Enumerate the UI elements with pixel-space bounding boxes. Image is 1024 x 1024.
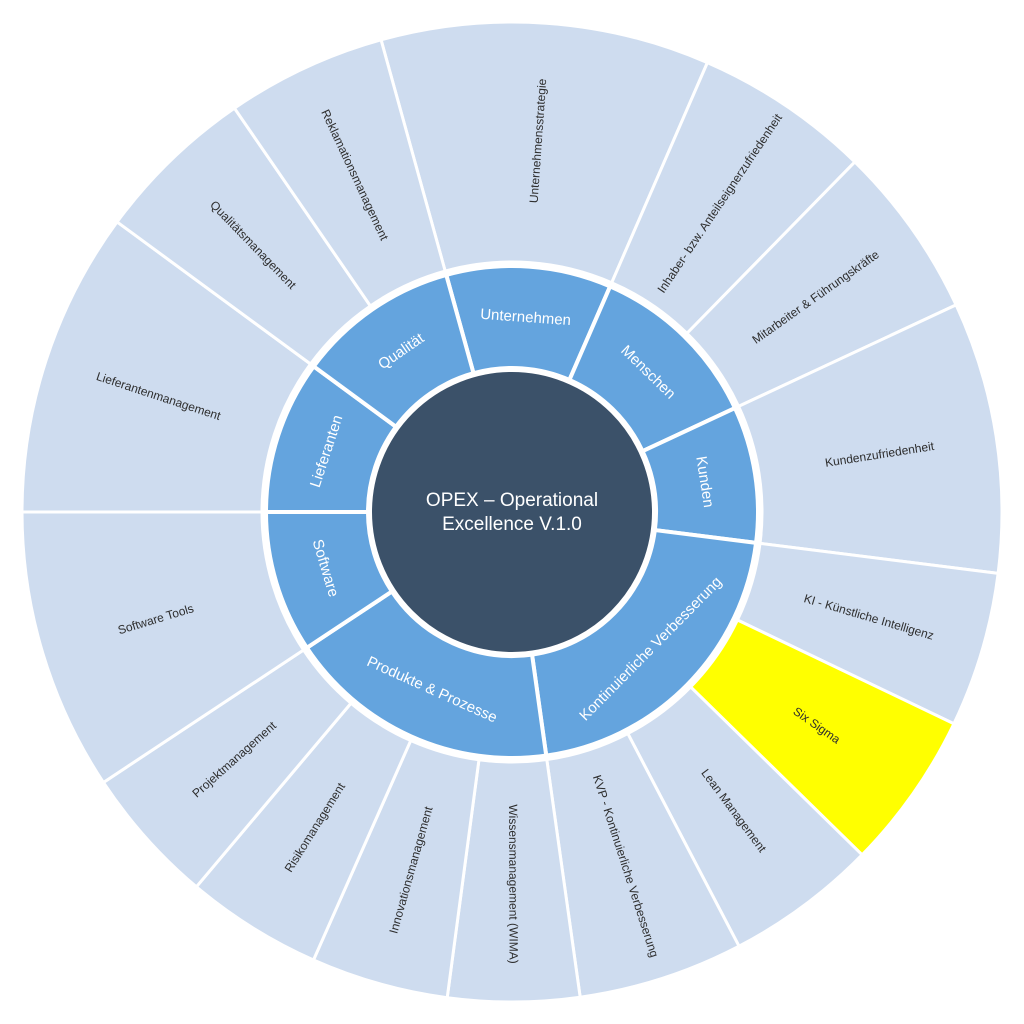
subsegment-shape[interactable]: [379, 20, 709, 285]
center-circle: [368, 368, 656, 656]
subsegment-shape[interactable]: [232, 38, 447, 308]
subsegment-kvp-kontinuierliche-verbesserung[interactable]: KVP - Kontinuierliche Verbesserung: [545, 732, 741, 999]
subsegment-lean-management[interactable]: Lean Management: [626, 685, 864, 948]
center-hub: OPEX – Operational Excellence V.1.0: [368, 368, 656, 656]
subsegment-label: Wissensmanagement (WIMA): [506, 804, 521, 963]
subsegment-projektmanagement[interactable]: Projektmanagement: [101, 648, 353, 889]
center-title-line-1: OPEX – Operational: [426, 490, 598, 511]
subsegment-ki-ku-nstliche-intelligenz[interactable]: KI - Künstliche Intelligenz: [735, 541, 1000, 726]
subsegment-unternehmensstrategie[interactable]: Unternehmensstrategie: [379, 20, 709, 285]
subsegment-lieferantenmanagement[interactable]: Lieferantenmanagement: [20, 220, 313, 514]
subsegment-reklamationsmanagement[interactable]: Reklamationsmanagement: [232, 38, 447, 308]
subsegment-wissensmanagement-wima[interactable]: Wissensmanagement (WIMA): [445, 758, 582, 1004]
subsegment-mitarbeiter-fu-hrungskra-fte[interactable]: Mitarbeiter & Führungskräfte: [685, 160, 958, 408]
subsegment-risikomanagement[interactable]: Risikomanagement: [194, 701, 413, 962]
center-title-line-2: Excellence V.1.0: [442, 514, 582, 535]
subsegment-innovationsmanagement[interactable]: Innovationsmanagement: [311, 739, 481, 1000]
segment-label: Unternehmen: [480, 306, 572, 329]
